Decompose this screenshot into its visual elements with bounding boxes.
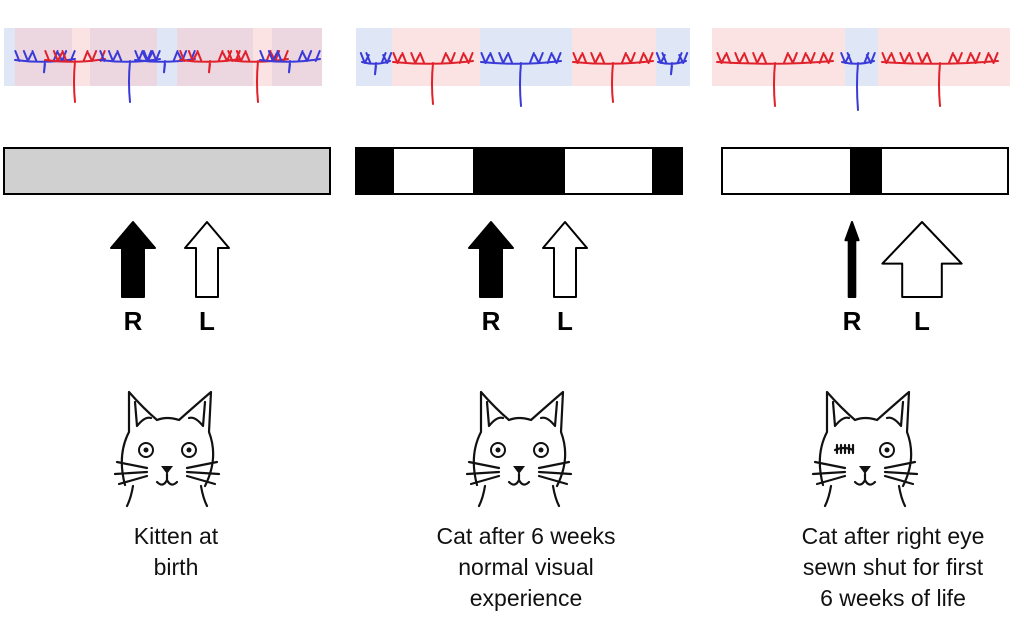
dominance-strip — [3, 147, 331, 195]
caption-normal: Cat after 6 weeks normal visual experien… — [376, 521, 676, 614]
cat-head-outline — [818, 390, 913, 488]
cat-whiskers — [811, 460, 847, 486]
column-band — [157, 28, 177, 86]
cat-nose-icon — [161, 466, 173, 474]
dendrite-tuft — [392, 52, 474, 105]
cat-inner-ear — [485, 400, 505, 428]
cat-neck — [477, 484, 561, 508]
right-eye-arrow-icon — [110, 221, 156, 298]
column-band — [392, 28, 480, 86]
cat-nose-icon — [513, 466, 525, 474]
caption-birth: Kitten at birth — [26, 521, 326, 583]
left-eye-arrow-icon — [542, 221, 588, 298]
dendrite-tuft — [881, 52, 999, 107]
column-band — [480, 28, 572, 86]
cat-inner-ear — [133, 400, 153, 428]
cat-inner-ear — [885, 400, 905, 428]
cat-pupil-icon — [538, 447, 544, 453]
caption-line: Kitten at — [133, 523, 219, 549]
right-eye-label: R — [482, 306, 501, 336]
cat-pupil-icon — [186, 447, 192, 453]
cat-neck — [823, 484, 907, 508]
left-eye-label: L — [914, 306, 930, 336]
cat-whiskers — [537, 460, 573, 486]
cat-inner-ear — [187, 400, 207, 428]
cat-mouth — [155, 472, 179, 486]
cat-whiskers — [113, 460, 149, 486]
right-eye-arrow-icon — [844, 221, 860, 298]
right-eye-label: R — [843, 306, 862, 336]
right-eye-label: R — [124, 306, 143, 336]
caption-line: 6 weeks of life — [820, 585, 966, 611]
dendrite-tuft — [480, 52, 562, 107]
cat-pupil-icon — [495, 447, 501, 453]
caption-line: birth — [153, 554, 199, 580]
cat-inner-ear — [539, 400, 559, 428]
right-eye-arrow-icon — [468, 221, 514, 298]
cat-inner-ear — [831, 400, 851, 428]
dominance-stripe-dark — [356, 148, 394, 194]
column-band — [72, 28, 90, 86]
dendrite-tuft — [655, 52, 689, 76]
cat-whiskers — [185, 460, 221, 486]
cat-face-icon — [811, 390, 919, 508]
caption-line: experience — [469, 585, 583, 611]
cat-mouth — [507, 472, 531, 486]
cat-head-outline — [472, 390, 567, 488]
left-eye-label: L — [557, 306, 573, 336]
column-band — [177, 28, 253, 86]
caption-line: Cat after 6 weeks — [436, 523, 616, 549]
panel-normal — [355, 28, 690, 195]
cat-nose-icon — [859, 466, 871, 474]
dendrite-tuft — [99, 50, 161, 103]
panel-birth — [3, 28, 331, 195]
column-band — [656, 28, 690, 86]
dendrite-tuft — [840, 52, 876, 111]
left-eye-arrow-icon — [184, 221, 230, 298]
cat-face-icon — [113, 390, 221, 508]
cat-head-outline — [120, 390, 215, 488]
cat-neck — [125, 484, 209, 508]
dendrite-tuft — [259, 50, 321, 74]
left-eye-arrow-icon — [881, 221, 963, 298]
dominance-stripe-dark — [473, 148, 565, 194]
dominance-stripe-dark — [652, 148, 682, 194]
dendrite-tuft — [572, 52, 654, 103]
dendrite-tuft — [716, 52, 834, 107]
cat-pupil-icon — [143, 447, 149, 453]
cat-pupil-icon — [884, 447, 890, 453]
caption-line: normal visual — [458, 554, 594, 580]
cat-whiskers — [883, 460, 919, 486]
panel-deprived — [712, 28, 1010, 195]
caption-line: sewn shut for first — [802, 554, 984, 580]
left-eye-label: L — [199, 306, 215, 336]
caption-line: Cat after right eye — [801, 523, 985, 549]
dendrite-tuft — [134, 50, 196, 74]
column-band — [4, 28, 15, 86]
cat-face-icon — [465, 390, 573, 508]
column-band — [15, 28, 72, 86]
caption-deprived: Cat after right eye sewn shut for first … — [743, 521, 1024, 614]
dendrite-tuft — [227, 50, 289, 103]
dominance-stripe-dark — [850, 148, 882, 194]
cat-whiskers — [465, 460, 501, 486]
dendrite-tuft — [179, 50, 241, 74]
cat-mouth — [853, 472, 877, 486]
dendrite-tuft — [359, 52, 393, 76]
